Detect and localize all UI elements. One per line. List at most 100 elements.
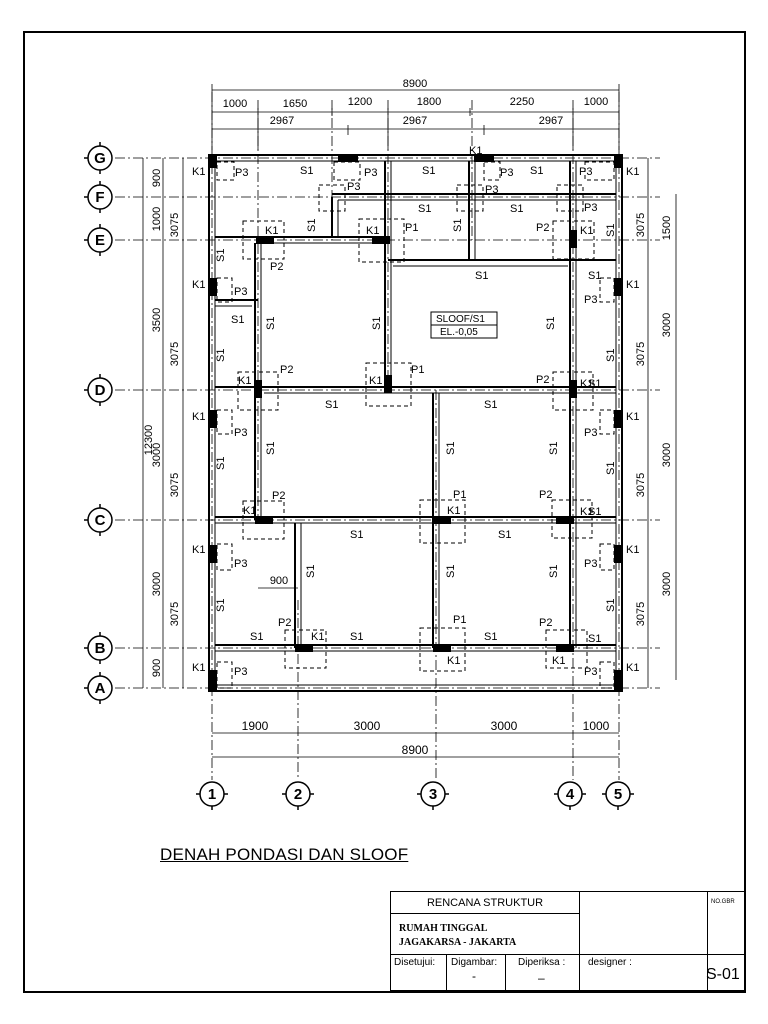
dim-left-overall: 12300 [143,425,155,456]
grid-label-row: B [95,640,106,657]
grid-bubble-c [84,504,113,536]
svg-text:S1: S1 [475,270,488,282]
svg-text:K1: K1 [580,506,593,518]
svg-text:P1: P1 [411,364,424,376]
svg-text:P3: P3 [235,167,248,179]
grid-lines [115,92,660,780]
svg-text:P2: P2 [539,489,552,501]
dim-top-overall: 8900 [403,78,427,90]
title-block: RENCANA STRUKTUR RUMAH TINGGAL JAGAKARSA… [390,891,745,992]
dim-right: 3075 [635,213,647,237]
svg-text:S1: S1 [588,378,601,390]
svg-text:K1: K1 [192,411,205,423]
grid-label-column: 2 [294,786,302,803]
svg-text:K1: K1 [580,378,593,390]
svg-text:P2: P2 [536,222,549,234]
svg-text:S1: S1 [548,565,560,578]
svg-text:P3: P3 [579,166,592,178]
svg-text:P1: P1 [405,222,418,234]
svg-text:P3: P3 [234,558,247,570]
svg-text:P2: P2 [270,261,283,273]
svg-text:S1: S1 [231,314,244,326]
svg-text:S1: S1 [250,631,263,643]
svg-text:K1: K1 [192,279,205,291]
svg-text:S1: S1 [265,442,277,455]
foundation-pads [216,161,615,689]
svg-text:P3: P3 [584,558,597,570]
dim-right: 3075 [635,342,647,366]
svg-text:S1: S1 [545,317,557,330]
dim-right: 3000 [661,443,673,467]
dim-left: 3000 [151,443,163,467]
dim-right: 3075 [635,602,647,626]
pad-labels: P3 P3 P3 P3 P3 P3 P3 P1 P2 P2 P3 P3 P2 P… [234,166,597,678]
dim-top: 1200 [348,96,372,108]
project-name: RUMAH TINGGAL JAGAKARSA - JAKARTA [391,914,580,954]
svg-text:S1: S1 [300,165,313,177]
s1-labels: S1 S1 S1 S1 S1 S1 S1 S1 S1 S1 S1 S1 S1 S… [215,165,617,645]
svg-text:K1: K1 [369,375,382,387]
svg-text:S1: S1 [265,317,277,330]
svg-text:S1: S1 [530,165,543,177]
grid-label-row: D [95,382,106,399]
svg-text:S1: S1 [371,317,383,330]
blank-cell [580,892,708,954]
project-line1: RUMAH TINGGAL [399,923,488,934]
svg-text:P3: P3 [364,167,377,179]
no-gbr-label: NO.GBR [708,892,745,954]
svg-text:P3: P3 [500,167,513,179]
svg-text:S1: S1 [498,529,511,541]
svg-text:S1: S1 [418,203,431,215]
right-dimensions [647,158,677,688]
svg-text:K1: K1 [469,145,482,157]
svg-text:S1: S1 [305,565,317,578]
drawn-value: - [472,969,476,983]
grid-label-row: E [95,232,105,249]
dim-left: 3075 [169,473,181,497]
dim-right: 3000 [661,313,673,337]
svg-text:K1: K1 [626,166,639,178]
svg-text:P3: P3 [234,666,247,678]
svg-text:K1: K1 [243,505,256,517]
svg-text:P3: P3 [584,202,597,214]
dim-left: 900 [151,659,163,677]
svg-text:P3: P3 [485,184,498,196]
svg-text:S1: S1 [605,599,617,612]
svg-text:S1: S1 [306,219,318,232]
sheet-border [23,31,746,993]
svg-text:P3: P3 [584,666,597,678]
svg-text:P2: P2 [539,617,552,629]
dim-top: 1000 [223,98,247,110]
svg-text:S1: S1 [484,399,497,411]
svg-text:S1: S1 [445,565,457,578]
dim-right: 3000 [661,572,673,596]
svg-text:P3: P3 [347,181,360,193]
dim-left: 1000 [151,207,163,231]
svg-text:K1: K1 [580,225,593,237]
svg-text:K1: K1 [366,225,379,237]
svg-text:S1: S1 [325,399,338,411]
plan-type: RENCANA STRUKTUR [391,892,580,914]
svg-text:K1: K1 [238,375,251,387]
dim-right: 3075 [635,473,647,497]
grid-bubble-g [84,142,113,174]
svg-text:K1: K1 [626,411,639,423]
dim-top: 1800 [417,96,441,108]
svg-text:K1: K1 [265,225,278,237]
grid-bubble-a [84,672,113,704]
svg-text:S1: S1 [452,219,464,232]
dim-left: 900 [151,169,163,187]
dim-top: 2967 [270,115,294,127]
svg-text:S1: S1 [548,442,560,455]
svg-text:S1: S1 [510,203,523,215]
svg-text:K1: K1 [447,505,460,517]
grid-label-column: 4 [566,786,575,803]
dim-top: 2967 [403,115,427,127]
svg-text:P1: P1 [453,489,466,501]
grid-label-row: C [95,512,106,529]
svg-text:K1: K1 [626,279,639,291]
grid-label-row: F [95,189,104,206]
svg-text:S1: S1 [215,249,227,262]
project-line2: JAGAKARSA - JAKARTA [399,937,517,948]
